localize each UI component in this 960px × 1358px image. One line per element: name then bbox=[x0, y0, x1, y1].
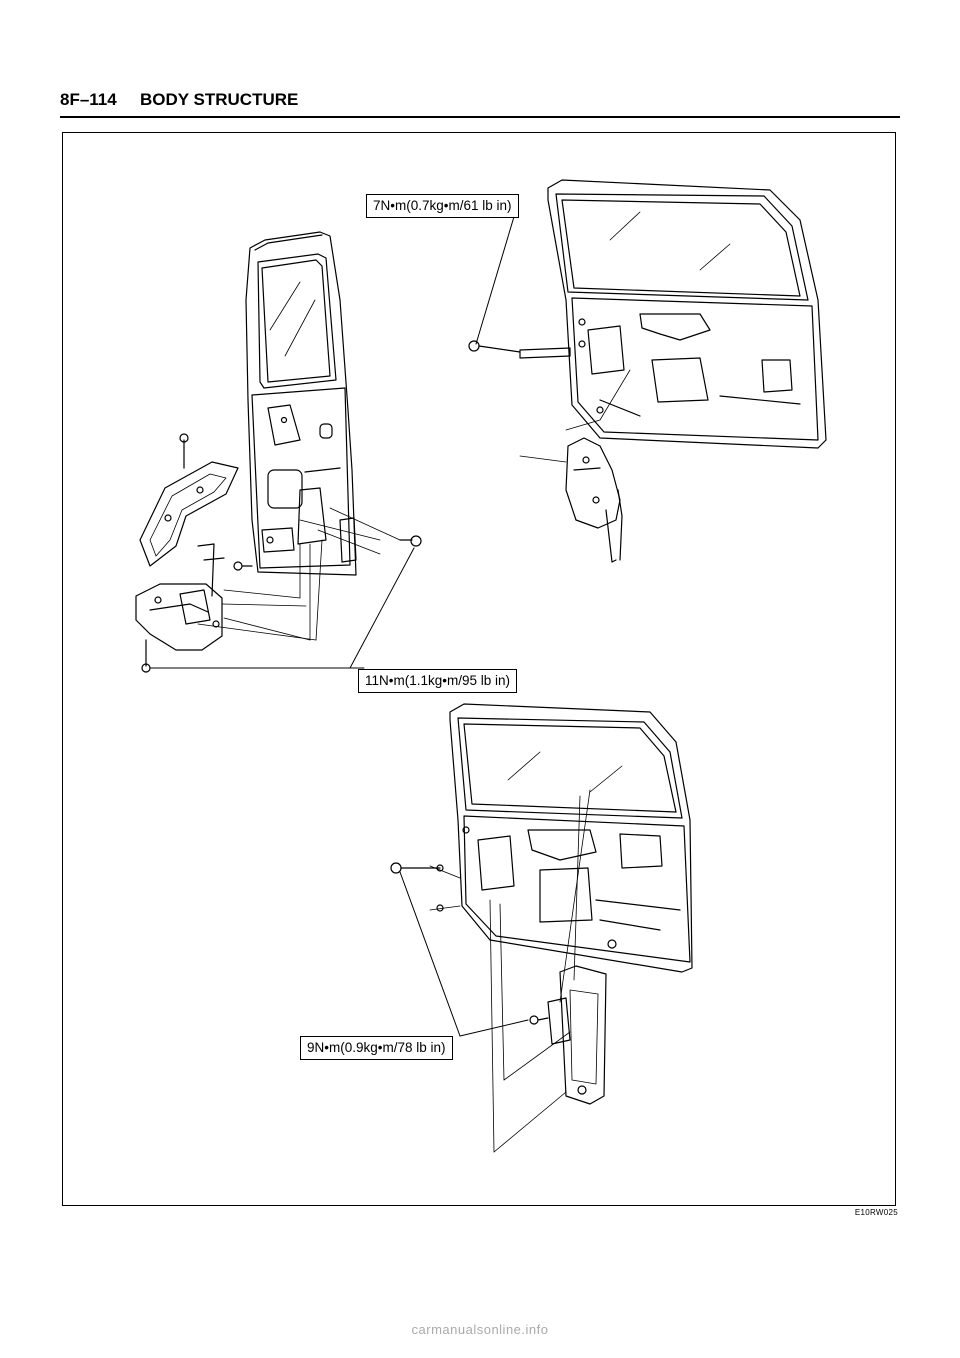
torque-callout-9nm: 9N•m(0.9kg•m/78 lb in) bbox=[300, 1036, 453, 1060]
lower-door-leader-lines bbox=[489, 789, 591, 1153]
inside-handle-assembly bbox=[529, 965, 607, 1105]
front-door-bolt bbox=[468, 340, 521, 353]
figure-frame bbox=[62, 132, 896, 1206]
section-title: BODY STRUCTURE bbox=[140, 90, 299, 109]
rear-door-leader-lines bbox=[197, 507, 401, 641]
torque-callout-11nm: 11N•m(1.1kg•m/95 lb in) bbox=[358, 669, 518, 693]
front-door-lower-bolt bbox=[390, 862, 441, 874]
front-door-lower-panel bbox=[429, 703, 693, 973]
torque-callout-7nm: 7N•m(0.7kg•m/61 lb in) bbox=[366, 194, 519, 218]
page-header: 8F–114 BODY STRUCTURE bbox=[60, 88, 900, 116]
callout-leaders bbox=[149, 209, 529, 1037]
front-door-upper-panel bbox=[519, 179, 827, 449]
rear-door-bolt bbox=[399, 535, 422, 547]
rear-lock-bracket bbox=[139, 433, 239, 567]
header-rule bbox=[60, 116, 900, 118]
front-door-lock-assembly bbox=[519, 369, 631, 563]
page-number: 8F–114 bbox=[60, 90, 117, 109]
rear-door-panel bbox=[245, 231, 357, 576]
footer-watermark: carmanualsonline.info bbox=[411, 1322, 549, 1337]
figure-code: E10RW025 bbox=[854, 1208, 898, 1217]
